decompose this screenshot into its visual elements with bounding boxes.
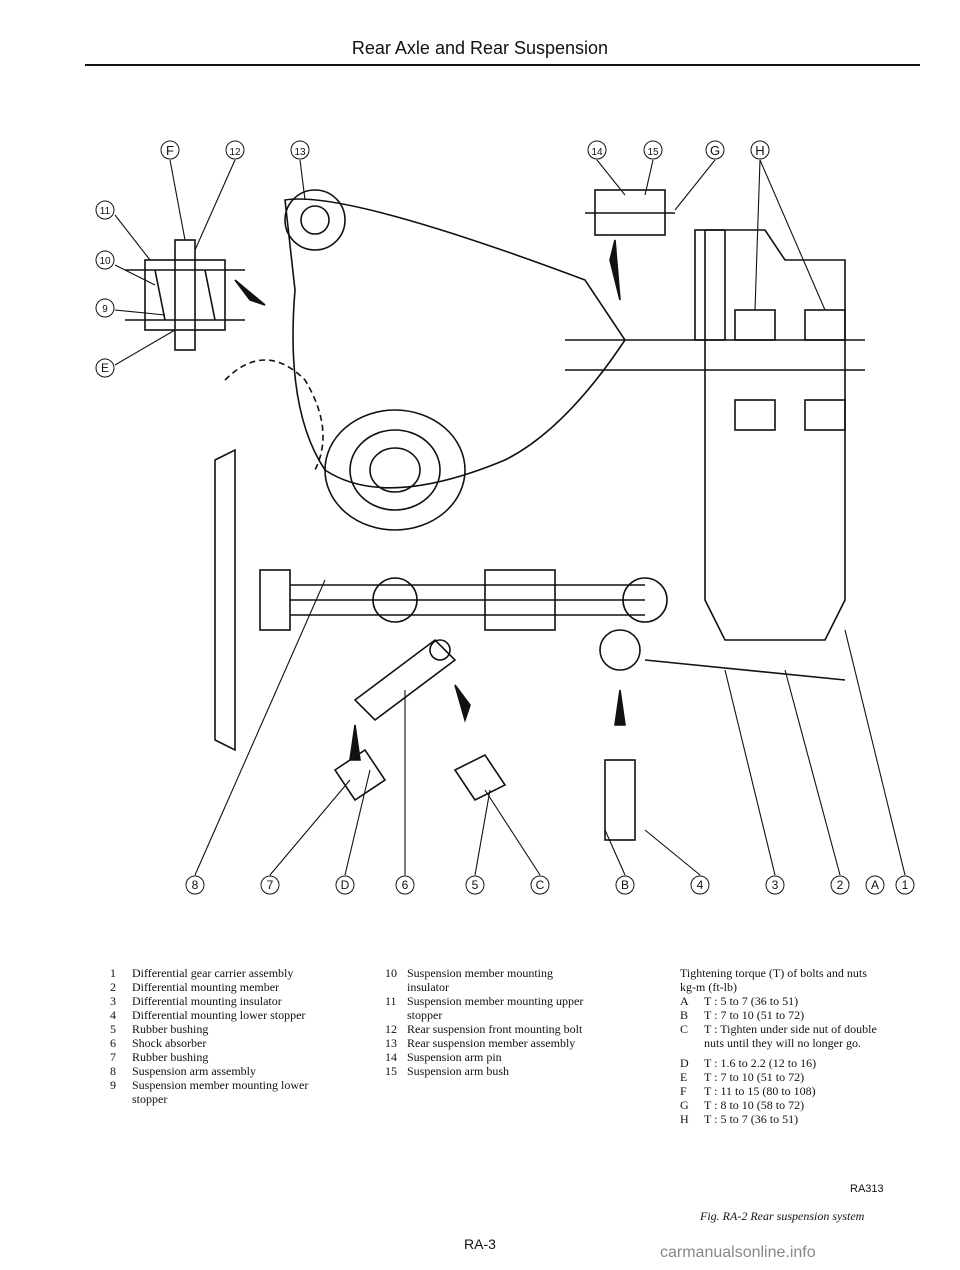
svg-text:C: C [536,878,545,892]
diff-mounting-member [644,659,846,681]
callout-F: F [160,140,180,160]
svg-text:F: F [166,143,174,158]
svg-text:5: 5 [472,878,479,892]
svg-text:E: E [101,361,109,375]
torque-legend: Tightening torque (T) of bolts and nuts … [680,966,920,1126]
callout-7: 7 [260,875,280,895]
suspension-member [284,198,626,489]
rubber-bushing-5 [453,753,507,802]
svg-text:2: 2 [837,878,844,892]
callout-10: 10 [95,250,115,270]
svg-text:15: 15 [647,147,659,158]
callout-B: B [615,875,635,895]
callout-1: 1 [895,875,915,895]
svg-text:D: D [341,878,350,892]
rear-suspension-diagram: F 12 13 14 15 G H 11 10 9 E 8 7 D 6 5 C … [95,140,915,895]
svg-text:12: 12 [229,147,241,158]
svg-text:7: 7 [267,878,274,892]
svg-text:9: 9 [102,304,108,315]
torque-title: Tightening torque (T) of bolts and nuts … [680,966,867,994]
svg-text:11: 11 [100,206,111,217]
callout-14: 14 [587,140,607,160]
svg-text:G: G [710,143,720,158]
svg-text:14: 14 [591,147,603,158]
front-mounting-bushing [284,189,346,251]
svg-text:A: A [871,878,879,892]
svg-text:4: 4 [697,878,704,892]
figure-caption: Fig. RA-2 Rear suspension system [700,1209,865,1223]
callout-13: 13 [290,140,310,160]
callout-E: E [95,358,115,378]
callout-A: A [865,875,885,895]
hub [259,569,291,631]
callout-H: H [750,140,770,160]
svg-text:B: B [621,878,629,892]
page-number: RA-3 [464,1236,496,1252]
callout-15: 15 [643,140,663,160]
callout-8: 8 [185,875,205,895]
callout-11: 11 [95,200,115,220]
svg-text:13: 13 [294,147,306,158]
svg-text:H: H [755,143,764,158]
watermark: carmanualsonline.info [660,1244,816,1261]
svg-text:8: 8 [192,878,199,892]
member-mounting-detail [125,239,245,351]
lower-stopper [604,759,636,841]
wheel-outline [214,448,236,752]
svg-text:1: 1 [902,878,909,892]
shock-absorber [353,638,457,722]
callout-G: G [705,140,725,160]
callout-3: 3 [765,875,785,895]
insulator [599,629,641,671]
callout-5: 5 [465,875,485,895]
callout-D: D [335,875,355,895]
callout-4: 4 [690,875,710,895]
svg-text:10: 10 [99,256,111,267]
page-header: Rear Axle and Rear Suspension [351,38,609,58]
diff-mount-disc [324,409,466,531]
svg-text:3: 3 [772,878,779,892]
differential-carrier [704,229,846,641]
callout-9: 9 [95,298,115,318]
callout-2: 2 [830,875,850,895]
svg-text:6: 6 [402,878,409,892]
figure-ref-code: RA313 [850,1183,884,1195]
callout-12: 12 [225,140,245,160]
callout-C: C [530,875,550,895]
callout-6: 6 [395,875,415,895]
header-rule [85,64,920,66]
